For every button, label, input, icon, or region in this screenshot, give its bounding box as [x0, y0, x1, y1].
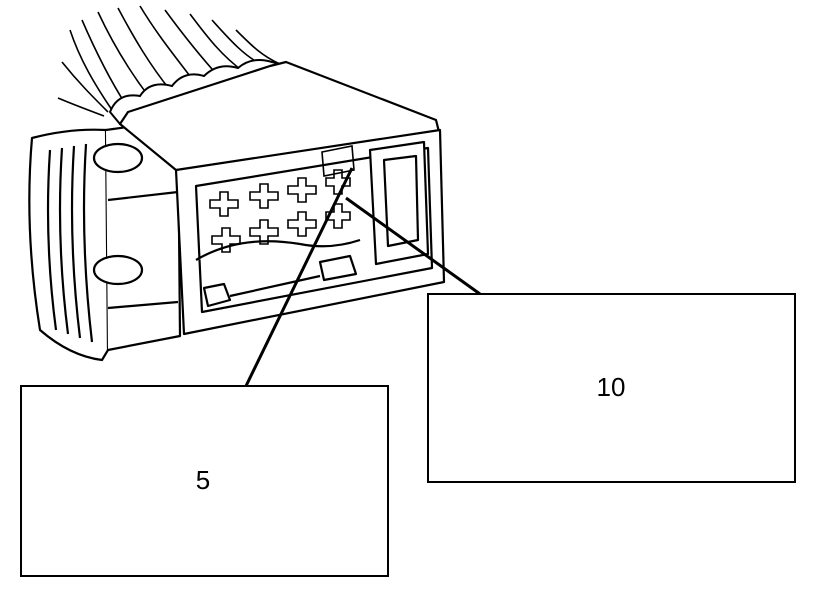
connector-body	[118, 60, 446, 336]
callout-10-label: 10	[597, 372, 626, 402]
wire-bundle	[57, 5, 281, 117]
callout-5: 5	[20, 385, 389, 577]
leader-line-10	[345, 196, 481, 296]
callout-10: 10	[427, 293, 796, 483]
callout-10-box	[427, 293, 796, 483]
latch-housing	[28, 118, 182, 362]
leader-lines	[244, 167, 481, 387]
callout-5-box	[20, 385, 389, 577]
leader-line-5	[244, 167, 354, 387]
callout-5-label: 5	[196, 465, 210, 495]
